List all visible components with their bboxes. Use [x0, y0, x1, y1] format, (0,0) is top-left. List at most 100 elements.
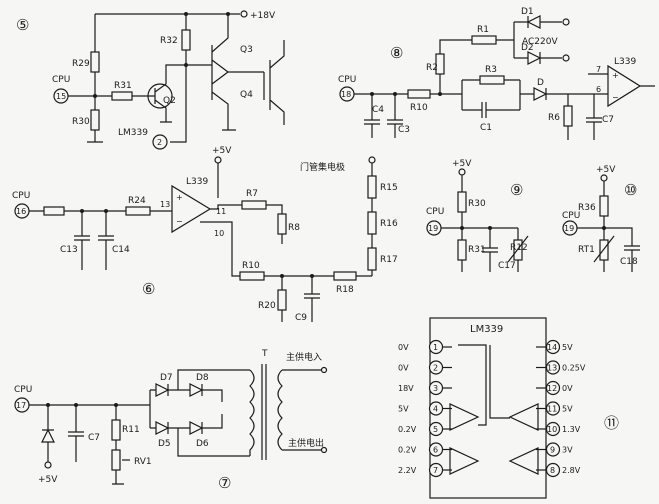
svg-text:R24: R24 [128, 196, 146, 206]
main-out-label: 主供电出 [288, 437, 324, 449]
svg-text:17: 17 [16, 401, 26, 410]
resistor-r3 [479, 75, 505, 85]
svg-text:R32: R32 [160, 36, 178, 46]
transformer-secondary [277, 369, 283, 451]
ic-pin-number: 2 [433, 364, 438, 373]
svg-text:R31: R31 [114, 81, 132, 91]
svg-text:R17: R17 [380, 255, 398, 265]
resistor-r16 [367, 211, 377, 235]
svg-text:7: 7 [596, 65, 601, 74]
svg-text:C7: C7 [602, 115, 614, 125]
svg-text:R6: R6 [548, 113, 560, 123]
comparator-l339-6 [171, 184, 212, 234]
ic-pin-voltage: 1.3V [562, 425, 581, 434]
resistor-r11 [111, 419, 121, 441]
circuit-6: ⑥ CPU 16 R24 C13 C14 + − 13 L339 +5V 11 … [12, 146, 398, 323]
svg-text:D7: D7 [160, 373, 173, 383]
ic-pin-voltage: 5V [562, 405, 573, 414]
svg-text:C18: C18 [620, 257, 638, 267]
ic-pin-number: 6 [433, 446, 438, 455]
svg-text:R2: R2 [426, 63, 438, 73]
resistor-r2 [435, 53, 445, 75]
svg-text:R11: R11 [122, 425, 140, 435]
circuit-10: ⑩ +5V R36 CPU 19 RT1 C18 [562, 165, 640, 272]
svg-text:C4: C4 [372, 105, 384, 115]
ic-pin-number: 12 [547, 384, 557, 393]
svg-text:T: T [261, 349, 268, 359]
ic-pin-6: 0.2V 6 [398, 442, 452, 457]
ic-pin-voltage: 0.2V [398, 446, 417, 455]
resistor-r30-9 [457, 191, 467, 213]
circuit-8: ⑧ CPU 18 R10 C4 C3 R2 R1 D1 D2 AC220V R3… [338, 7, 655, 140]
main-in-label: 主供电入 [286, 351, 322, 363]
svg-text:−: − [612, 93, 619, 102]
ic-pin-voltage: 5V [398, 405, 409, 414]
svg-text:R36: R36 [578, 203, 596, 213]
svg-text:19: 19 [428, 224, 438, 233]
svg-text:6: 6 [596, 85, 601, 94]
svg-text:CPU: CPU [426, 207, 444, 217]
svg-text:R1: R1 [477, 25, 489, 35]
circuit-9-number: ⑨ [510, 181, 523, 199]
svg-text:+5V: +5V [212, 146, 232, 156]
svg-text:D6: D6 [196, 439, 209, 449]
svg-text:CPU: CPU [12, 191, 30, 201]
ic-pin-number: 9 [550, 446, 555, 455]
svg-text:19: 19 [564, 224, 574, 233]
thermistor-rt1 [599, 239, 609, 261]
comparator-l339-8 [607, 64, 642, 108]
resistor-r7 [241, 200, 267, 210]
svg-text:D: D [537, 78, 544, 88]
svg-text:R30: R30 [468, 199, 486, 209]
circuit-6-number: ⑥ [142, 280, 155, 298]
svg-text:D1: D1 [521, 7, 534, 17]
svg-text:13: 13 [160, 200, 170, 209]
ic-pin-2: 0V 2 [398, 360, 452, 375]
ic-pin-number: 11 [547, 405, 557, 414]
svg-text:R3: R3 [485, 65, 497, 75]
lm339-title: LM339 [470, 324, 503, 335]
ic-pin-voltage: 0.2V [398, 425, 417, 434]
svg-text:CPU: CPU [14, 385, 32, 395]
resistor-r1 [471, 35, 497, 45]
svg-text:+: + [176, 193, 183, 202]
svg-text:C14: C14 [112, 245, 130, 255]
resistor-r8 [277, 213, 287, 235]
resistor-r15 [367, 175, 377, 199]
ac220v-label: AC220V [522, 37, 558, 47]
ic-pin-number: 5 [433, 425, 438, 434]
svg-text:R8: R8 [288, 223, 300, 233]
svg-text:R10: R10 [410, 103, 428, 113]
circuit-7-number: ⑦ [218, 474, 231, 492]
svg-text:R7: R7 [246, 189, 258, 199]
circuit-9: ⑨ +5V R30 CPU 19 R31 C17 R12 [426, 159, 529, 272]
svg-text:L339: L339 [614, 57, 636, 67]
svg-text:18: 18 [341, 90, 351, 99]
ic-pin-voltage: 2.8V [562, 466, 581, 475]
ic-pin-voltage: 0V [398, 364, 409, 373]
svg-text:R15: R15 [380, 183, 398, 193]
svg-text:+: + [612, 71, 619, 80]
lm339-label-5: LM339 [118, 128, 148, 138]
svg-text:2: 2 [157, 138, 162, 147]
cpu-label-5: CPU [52, 75, 70, 85]
ic-pin-number: 7 [433, 466, 438, 475]
resistor-r24 [125, 206, 151, 216]
ic-pin-voltage: 2.2V [398, 466, 417, 475]
circuit-5-number: ⑤ [16, 16, 29, 34]
ic-pin-voltage: 0V [562, 384, 573, 393]
r29-label: R29 [72, 59, 90, 69]
resistor-r32 [181, 29, 191, 51]
ic-pin-number: 13 [547, 364, 557, 373]
circuit-8-number: ⑧ [390, 44, 403, 62]
svg-text:L339: L339 [186, 177, 208, 187]
plus18v-label: +18V [250, 11, 276, 21]
resistor-r36 [599, 195, 609, 217]
